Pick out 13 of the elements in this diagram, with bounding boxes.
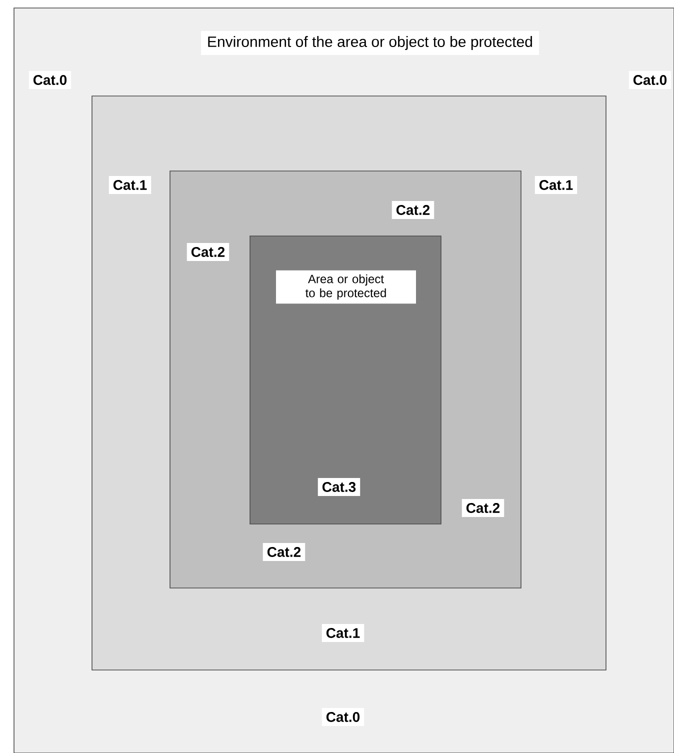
category-label: Cat.2: [186, 243, 230, 261]
category-label: Cat.0: [628, 71, 672, 89]
category-label: Cat.1: [534, 176, 578, 194]
category-label: Cat.2: [262, 543, 306, 561]
category-label: Cat.0: [28, 71, 72, 89]
heading-text: Environment of the area or object to be protected: [200, 31, 539, 55]
category-label: Cat.2: [392, 201, 434, 219]
category-label: Cat.0: [322, 708, 364, 726]
area-label: Area or object to be protected: [276, 270, 416, 304]
category-label: Cat.2: [462, 499, 504, 517]
category-label: Cat.1: [322, 624, 364, 642]
category-label: Cat.3: [318, 478, 360, 496]
category-label: Cat.1: [108, 176, 152, 194]
